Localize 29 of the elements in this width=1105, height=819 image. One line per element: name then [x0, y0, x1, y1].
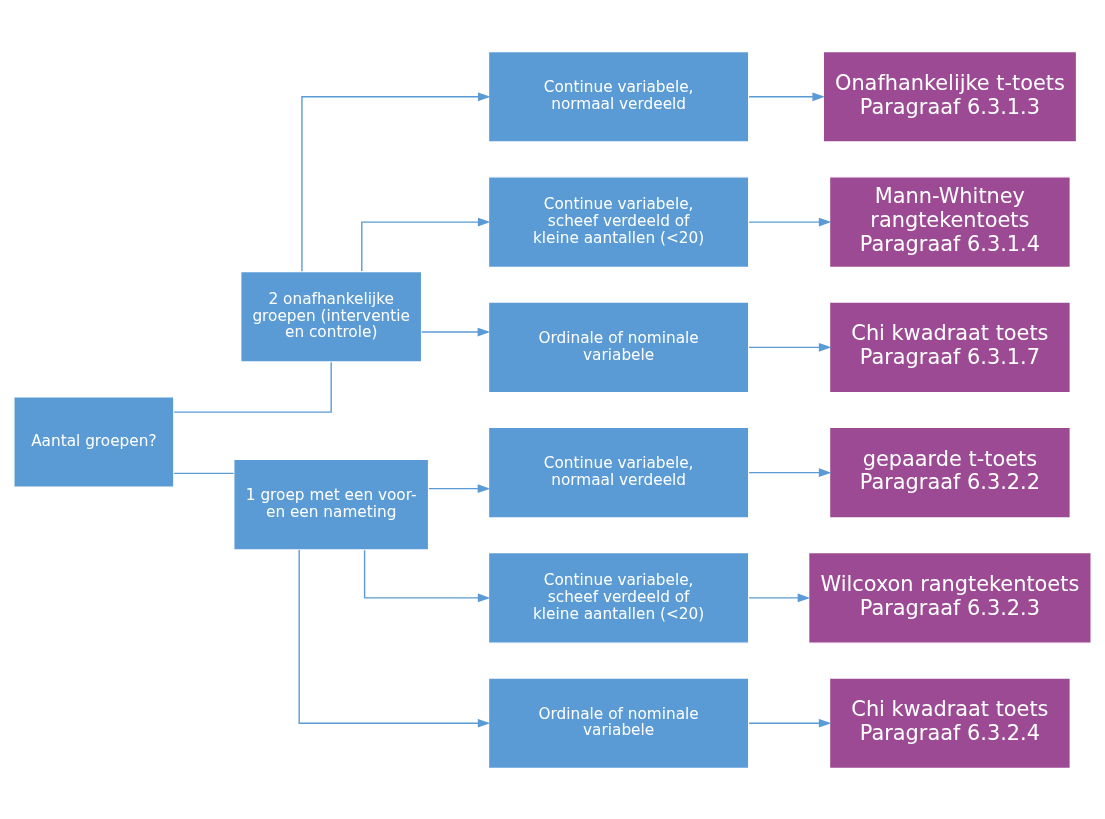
arrow: [298, 548, 491, 728]
node-box: Chi kwadraat toets Paragraaf 6.3.1.7: [828, 300, 1071, 393]
arrow: [301, 91, 491, 272]
arrow: [361, 217, 491, 272]
node-box: Onafhankelijke t-toets Paragraaf 6.3.1.3: [822, 50, 1078, 143]
arrow: [748, 718, 832, 728]
arrow: [363, 549, 491, 602]
arrow: [748, 342, 832, 352]
node-box: 1 groep met een voor- en een nameting: [233, 458, 430, 551]
node-box: Ordinale of nominale variabele: [487, 300, 750, 393]
arrow: [428, 483, 491, 493]
node-box: 2 onafhankelijke groepen (interventie en controle): [240, 270, 423, 363]
node-box: gepaarde t-toets Paragraaf 6.3.2.2: [828, 426, 1071, 519]
node-box: Wilcoxon rangtekentoets Paragraaf 6.3.2.3: [807, 551, 1092, 644]
connector: [173, 361, 332, 413]
node-box: Continue variabele, normaal verdeeld: [487, 50, 750, 143]
arrow: [421, 327, 491, 336]
node-box: Chi kwadraat toets Paragraaf 6.3.2.4: [828, 676, 1071, 769]
node-box: Continue variabele, scheef verdeeld of kleine aantallen (<20): [487, 175, 750, 268]
node-box: Ordinale of nominale variabele: [487, 676, 750, 769]
node-box: Aantal groepen?: [13, 395, 175, 488]
arrow: [748, 467, 832, 477]
node-box: Mann-Whitney rangtekentoets Paragraaf 6.3.1.4: [828, 175, 1071, 268]
node-box: Continue variabele, normaal verdeeld: [487, 426, 750, 519]
arrow: [748, 91, 825, 101]
arrow: [748, 593, 811, 602]
arrow: [748, 217, 832, 226]
connector: [173, 472, 235, 474]
node-box: Continue variabele, scheef verdeeld of kleine aantallen (<20): [487, 551, 750, 644]
